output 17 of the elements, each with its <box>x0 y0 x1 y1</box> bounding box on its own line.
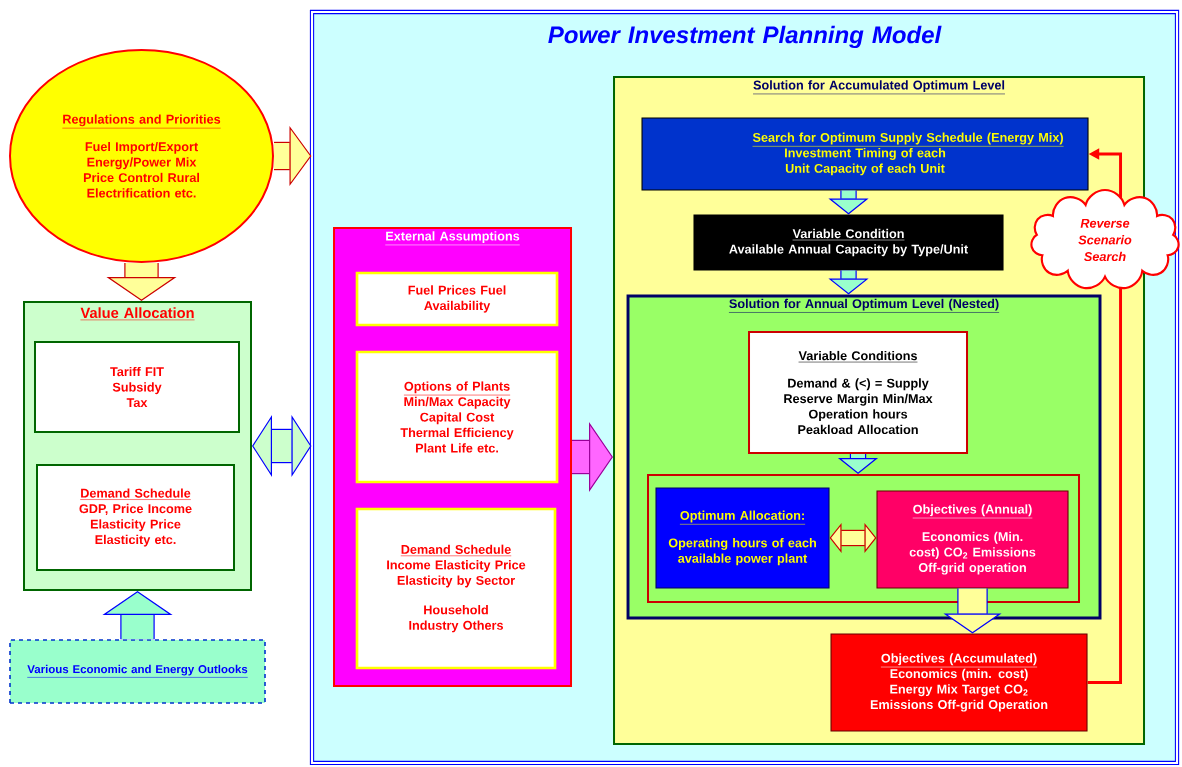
text-box: Tariff FIT Subsidy Tax <box>34 341 240 433</box>
text-box: Demand Schedule GDP, Price Income Elasticity Price Elasticity etc. <box>36 464 235 571</box>
process-box: Search for Optimum Supply Schedule (Energy Mix) Investment Timing of each Unit Capacity of each Unit <box>641 117 1089 191</box>
double-block-arrow <box>829 522 877 554</box>
text-box: Demand Schedule Income Elasticity Price Elasticity by Sector Household Industry Others <box>355 507 557 670</box>
process-box: Optimum Allocation: Operating hours of each available power plant <box>655 487 830 589</box>
dashed-box: Various Economic and Energy Outlooks <box>9 639 266 704</box>
text-box: Variable Conditions Demand & (<) = Supply Reserve Margin Min/Max Operation hours Peakload Allocation <box>748 331 968 454</box>
process-box: Objectives (Annual) Economics (Min. cost) CO$_{2}$ Emissions Off-grid operation <box>876 490 1069 589</box>
text-box: Fuel Prices Fuel Availability <box>355 271 559 327</box>
ellipse-node: Regulations and Priorities Fuel Import/Export Energy/Power Mix Price Control Rural Electrification etc. <box>9 49 274 263</box>
double-block-arrow <box>252 414 312 478</box>
group-frame <box>647 474 1080 603</box>
cloud-label: Reverse Scenario Search <box>1030 188 1180 290</box>
process-box: Variable Condition Available Annual Capacity by Type/Unit <box>693 214 1004 271</box>
process-box: Objectives (Accumulated) Economics (min. cost) Energy Mix Target CO$_{2}$ Emissions Off-grid Operation <box>830 633 1088 732</box>
text-box: Options of Plants Min/Max Capacity Capital Cost Thermal Efficiency Plant Life etc. <box>355 350 559 484</box>
